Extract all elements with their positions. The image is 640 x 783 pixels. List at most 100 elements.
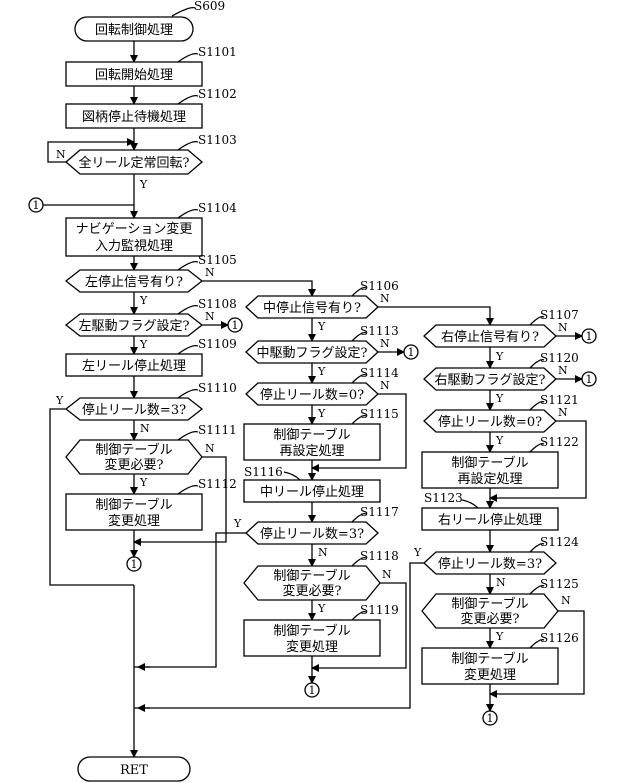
leader-s1109 xyxy=(178,346,198,354)
label-s1110: 停止リール数=3? xyxy=(82,402,186,418)
label-s1112-1: 制御テーブル xyxy=(95,497,172,513)
no-s1113: N xyxy=(380,337,390,350)
step-s1106: S1106 xyxy=(360,279,399,293)
connector-s1119-label: 1 xyxy=(309,684,316,697)
no-s1124: N xyxy=(496,576,506,589)
leader-s1116 xyxy=(284,472,300,480)
connector-in-label: 1 xyxy=(33,199,40,212)
yes-s1120: Y xyxy=(495,392,504,405)
label-s1114: 停止リール数=0? xyxy=(260,387,364,403)
label-s1124: 停止リール数=3? xyxy=(438,556,542,572)
label-s1125-2: 変更必要? xyxy=(461,611,520,627)
leader-s1111 xyxy=(178,432,198,440)
no-s1118: N xyxy=(382,568,392,581)
label-s1121: 停止リール数=0? xyxy=(438,414,542,430)
yes-s1125: Y xyxy=(495,630,504,643)
label-s1119-1: 制御テーブル xyxy=(273,623,350,639)
step-s1111: S1111 xyxy=(198,423,237,437)
label-s1111-1: 制御テーブル xyxy=(95,442,172,458)
step-s1113: S1113 xyxy=(360,324,399,338)
leader-s1105 xyxy=(178,262,198,270)
label-s1123: 右リール停止処理 xyxy=(438,512,542,528)
label-s1107: 右停止信号有り? xyxy=(441,329,539,345)
leader-s1103 xyxy=(178,142,198,150)
yes-s1103: Y xyxy=(139,178,148,191)
no-s1107: N xyxy=(558,321,568,334)
label-s1112-2: 変更処理 xyxy=(108,513,160,529)
leader-s1104 xyxy=(178,210,198,218)
connector-s1120-label: 1 xyxy=(586,373,593,386)
label-s1101: 回転開始処理 xyxy=(95,68,173,83)
leader-s1110 xyxy=(178,390,198,398)
step-s1117: S1117 xyxy=(360,505,399,519)
label-s1105: 左停止信号有り? xyxy=(85,274,183,290)
yes-s1121: Y xyxy=(495,434,504,447)
step-s1119: S1119 xyxy=(360,603,399,617)
label-s1106: 中停止信号有り? xyxy=(263,300,361,316)
label-s1126-1: 制御テーブル xyxy=(451,651,528,667)
step-s1125: S1125 xyxy=(540,577,579,591)
edge-n-s1106 xyxy=(378,307,490,325)
end-label: RET xyxy=(120,763,148,778)
step-s1126: S1126 xyxy=(540,631,579,645)
leader-s1102 xyxy=(178,96,198,104)
no-s1120: N xyxy=(558,364,568,377)
no-s1110: N xyxy=(140,422,150,435)
yes-s1105: Y xyxy=(139,294,148,307)
no-s1111: N xyxy=(205,442,215,455)
label-s1104-2: 入力監視処理 xyxy=(95,238,173,254)
no-s1117: N xyxy=(318,546,328,559)
edge-n-s1105 xyxy=(202,281,312,296)
connector-s1126-label: 1 xyxy=(487,712,494,725)
label-s1115-2: 再設定処理 xyxy=(279,443,344,459)
no-s1125: N xyxy=(561,594,571,607)
label-s1118-1: 制御テーブル xyxy=(273,568,350,584)
no-s1105: N xyxy=(205,266,215,279)
step-s1101: S1101 xyxy=(198,45,237,59)
label-s1119-2: 変更処理 xyxy=(286,639,338,655)
no-s1121: N xyxy=(558,406,568,419)
step-s1114: S1114 xyxy=(360,366,399,380)
no-s1114: N xyxy=(380,379,390,392)
label-s1113: 中駆動フラグ設定? xyxy=(257,345,368,361)
step-s1121: S1121 xyxy=(540,393,579,407)
step-s609: S609 xyxy=(194,0,225,13)
label-s1116: 中リール停止処理 xyxy=(260,484,364,500)
label-s1111-2: 変更必要? xyxy=(105,457,164,473)
step-s1112: S1112 xyxy=(198,477,237,491)
yes-s1107: Y xyxy=(495,350,504,363)
label-s1104-1: ナビゲーション変更 xyxy=(76,221,193,237)
yes-s1124: Y xyxy=(413,546,422,559)
step-s1107: S1107 xyxy=(540,308,579,322)
edge-y-s1117 xyxy=(134,533,236,667)
label-s1122-1: 制御テーブル xyxy=(451,455,528,471)
leader-s1108 xyxy=(178,306,198,314)
label-s1122-2: 再設定処理 xyxy=(457,471,522,487)
step-s1105: S1105 xyxy=(198,253,237,267)
leader-s1101 xyxy=(178,54,198,62)
connector-s1108-label: 1 xyxy=(232,319,239,332)
label-s1120: 右駆動フラグ設定? xyxy=(435,372,546,388)
label-s1103: 全リール定常回転? xyxy=(79,155,190,171)
label-s1118-2: 変更必要? xyxy=(283,583,342,599)
step-s1109: S1109 xyxy=(198,337,237,351)
step-s1110: S1110 xyxy=(198,381,237,395)
leader-s1112 xyxy=(178,486,198,494)
yes-s1113: Y xyxy=(317,365,326,378)
yes-s1117: Y xyxy=(233,517,242,530)
label-s1109: 左リール停止処理 xyxy=(82,358,186,374)
no-s1108: N xyxy=(205,310,215,323)
label-s1102: 図柄停止待機処理 xyxy=(82,109,186,125)
yes-s1118: Y xyxy=(317,602,326,615)
step-s1118: S1118 xyxy=(360,549,399,563)
connector-s1112-label: 1 xyxy=(131,558,138,571)
start-label: 回転制御処理 xyxy=(95,23,173,38)
label-s1126-2: 変更処理 xyxy=(464,667,516,683)
step-s1120: S1120 xyxy=(540,351,579,365)
label-s1125-1: 制御テーブル xyxy=(451,596,528,612)
label-s1117: 停止リール数=3? xyxy=(260,526,364,542)
yes-s1108: Y xyxy=(139,338,148,351)
yes-s1106: Y xyxy=(317,320,326,333)
